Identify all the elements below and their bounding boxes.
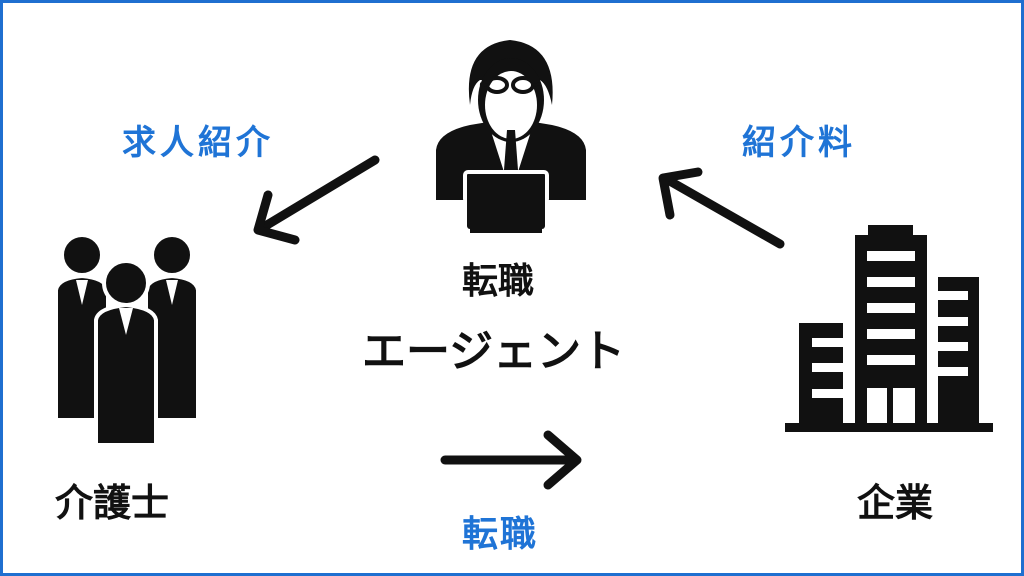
arrow-agent-to-caregiver bbox=[253, 155, 380, 245]
agent-icon bbox=[436, 40, 586, 233]
caregiver-label: 介護士 bbox=[55, 481, 170, 525]
arrow-company-to-agent bbox=[658, 167, 785, 249]
arrow-caregiver-to-company bbox=[440, 430, 582, 490]
agent-label-line1: 転職 bbox=[462, 261, 535, 302]
referral-fee-label: 紹介料 bbox=[742, 123, 856, 163]
company-label: 企業 bbox=[857, 481, 934, 525]
job-referral-label: 求人紹介 bbox=[122, 123, 274, 163]
caregivers-shirts bbox=[76, 280, 178, 335]
agent-label-line2: エージェント bbox=[362, 326, 626, 377]
job-change-label: 転職 bbox=[462, 514, 539, 555]
company-building-icon bbox=[785, 225, 993, 432]
caregivers-icon bbox=[54, 233, 200, 447]
